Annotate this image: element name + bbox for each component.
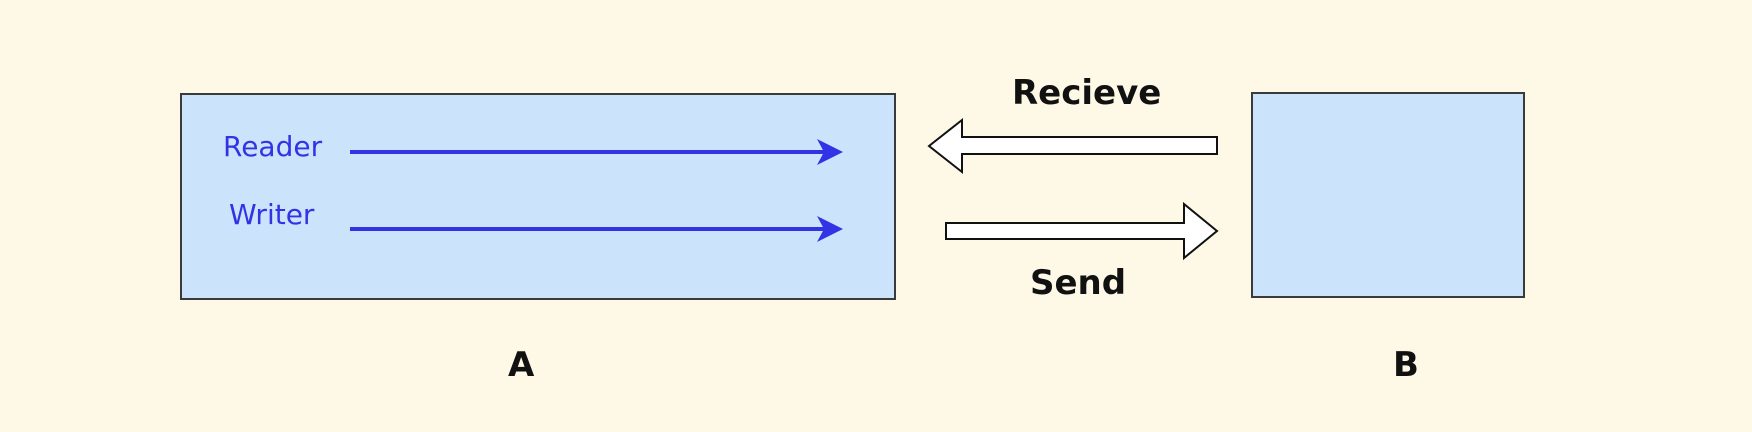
writer-arrowhead bbox=[817, 216, 843, 242]
box-a-caption: A bbox=[508, 345, 535, 385]
send-arrow bbox=[945, 201, 1219, 261]
receive-label: Recieve bbox=[1012, 73, 1161, 113]
box-a bbox=[180, 93, 896, 300]
reader-label: Reader bbox=[223, 130, 323, 163]
box-b bbox=[1251, 92, 1525, 298]
reader-arrowhead bbox=[817, 139, 843, 165]
receive-arrow bbox=[927, 117, 1218, 175]
writer-label: Writer bbox=[229, 198, 315, 231]
send-label: Send bbox=[1030, 263, 1126, 303]
box-b-caption: B bbox=[1393, 345, 1419, 385]
